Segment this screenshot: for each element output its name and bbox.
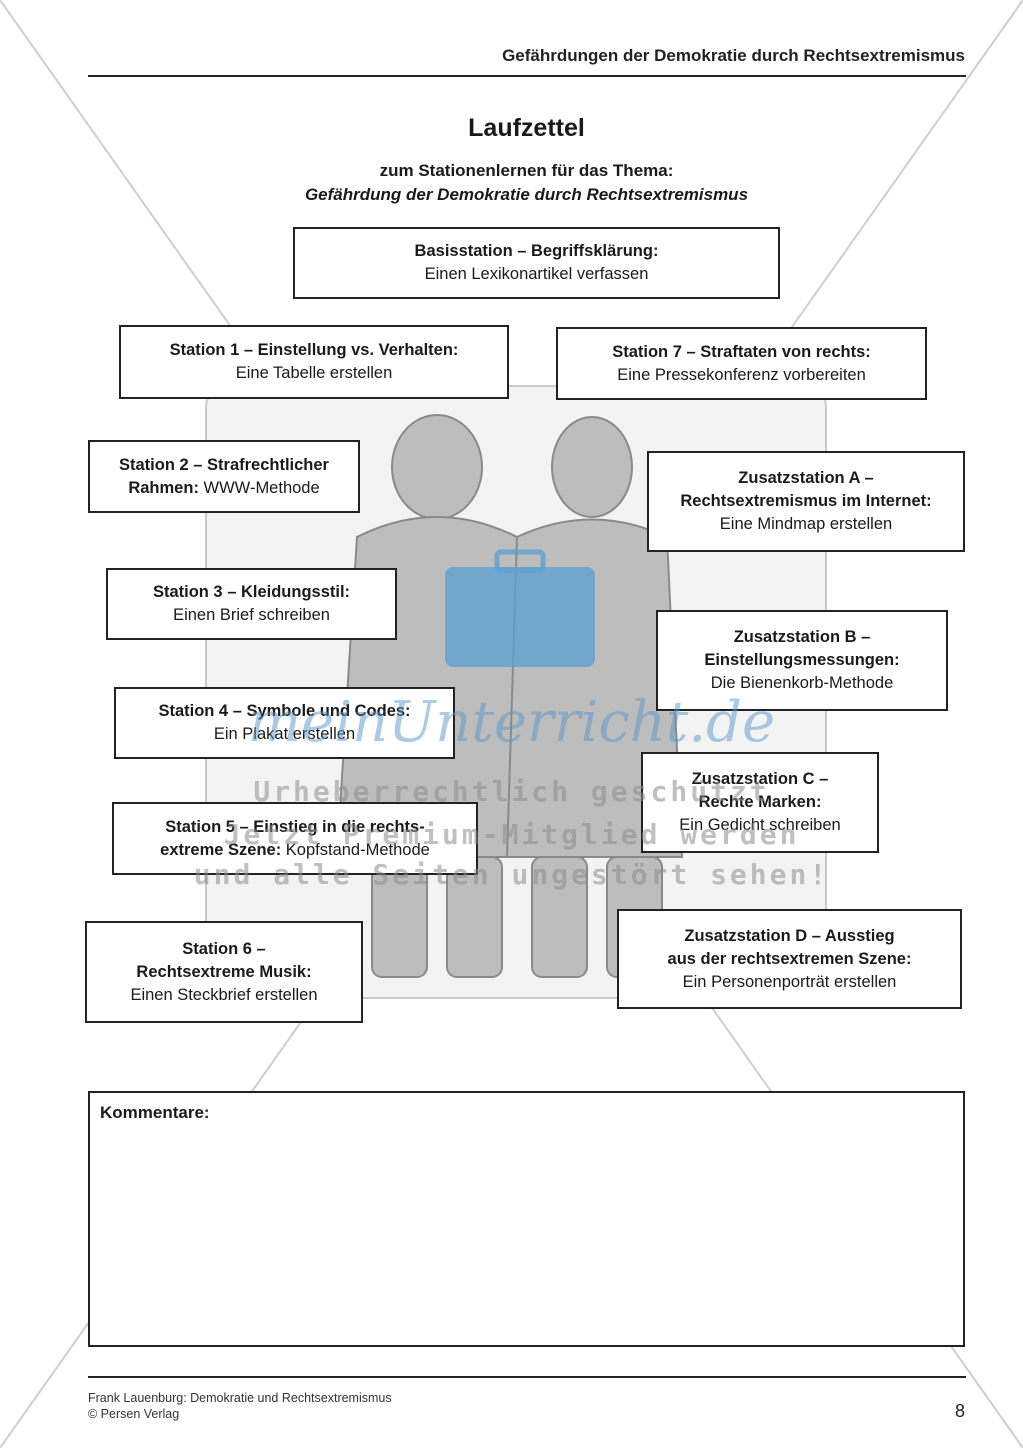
- page-subtitle: zum Stationenlernen für das Thema:: [379, 161, 674, 180]
- station-title: Zusatzstation C –: [691, 770, 829, 788]
- station-title: Station 6 –: [182, 939, 266, 958]
- comments-label: Kommentare:: [100, 1103, 210, 1122]
- station-title-cont: Rahmen:: [128, 478, 199, 497]
- station-title: Zusatzstation A –: [738, 469, 874, 487]
- station-task: Die Bienenkorb-Methode: [710, 674, 894, 692]
- header-rule: [88, 75, 966, 77]
- page-number: 8: [954, 1401, 965, 1421]
- station-title: Station 7 – Straftaten von rechts:: [612, 342, 871, 361]
- station-title: Station 3 – Kleidungsstil:: [152, 583, 351, 601]
- watermark-brand: meinUnterricht.de: [247, 690, 776, 755]
- footer-author: Frank Lauenburg: Demokratie und Rechtsex…: [88, 1391, 392, 1405]
- station-title: Zusatzstation B –: [733, 628, 871, 646]
- station-title: Station 1 – Einstellung vs. Verhalten:: [169, 341, 459, 359]
- station-title-cont: Rechte Marken:: [698, 793, 822, 811]
- station-task: Einen Lexikonartikel verfassen: [424, 265, 649, 283]
- station-title: Station 2 – Strafrechtlicher: [119, 455, 329, 474]
- station-title: Station 5 – Einstieg in die rechts-: [165, 817, 425, 836]
- station-basis: Basisstation – Begriffsklärung: Einen Le…: [293, 227, 780, 299]
- station-title-cont: extreme Szene:: [160, 840, 282, 859]
- station-title: Zusatzstation D – Ausstieg: [684, 926, 895, 945]
- station-task: Ein Gedicht schreiben: [679, 816, 841, 834]
- station-task: Einen Steckbrief erstellen: [130, 985, 318, 1004]
- station-title-cont: Einstellungsmessungen:: [704, 651, 900, 669]
- footer-publisher: © Persen Verlag: [88, 1407, 180, 1421]
- station-task: Eine Pressekonferenz vorbereiten: [617, 365, 866, 384]
- station-4: Station 4 – Symbole und Codes: Ein Plaka…: [114, 687, 455, 759]
- station-title: Basisstation – Begriffsklärung:: [414, 242, 659, 260]
- station-task: WWW-Methode: [198, 478, 320, 497]
- station-zusatz-b: Zusatzstation B – Einstellungsmessungen:…: [656, 610, 948, 711]
- page-title: Laufzettel: [468, 114, 585, 142]
- station-1: Station 1 – Einstellung vs. Verhalten: E…: [119, 325, 509, 399]
- station-task: Einen Brief schreiben: [173, 606, 330, 624]
- station-title-cont: aus der rechtsextremen Szene:: [667, 949, 912, 968]
- watermark-line-1: Urheberrechtlich geschützt: [253, 775, 770, 808]
- station-title: Station 4 – Symbole und Codes:: [158, 702, 411, 720]
- station-title-cont: Rechtsextreme Musik:: [136, 962, 312, 981]
- station-6: Station 6 – Rechtsextreme Musik: Einen S…: [85, 921, 363, 1023]
- station-task: Ein Personenporträt erstellen: [682, 972, 897, 991]
- page-topic: Gefährdung der Demokratie durch Rechtsex…: [304, 185, 749, 204]
- station-task: Eine Tabelle erstellen: [235, 364, 393, 382]
- watermark-line-3: und alle Seiten ungestört sehen!: [193, 858, 830, 891]
- station-title-cont: Rechtsextremismus im Internet:: [680, 492, 932, 510]
- station-task: Ein Plakat erstellen: [213, 725, 356, 743]
- station-zusatz-d: Zusatzstation D – Ausstieg aus der recht…: [617, 909, 962, 1009]
- station-task: Kopfstand-Methode: [281, 840, 430, 859]
- watermark-line-2: Jetzt Premium-Mitglied werden: [223, 818, 800, 851]
- station-5: Station 5 – Einstieg in die rechts- extr…: [112, 802, 478, 875]
- station-2: Station 2 – Strafrechtlicher Rahmen: WWW…: [88, 440, 360, 513]
- station-7: Station 7 – Straftaten von rechts: Eine …: [556, 327, 927, 400]
- station-zusatz-a: Zusatzstation A – Rechtsextremismus im I…: [647, 451, 965, 552]
- station-zusatz-c: Zusatzstation C – Rechte Marken: Ein Ged…: [641, 752, 879, 853]
- footer-rule: [88, 1376, 966, 1378]
- station-3: Station 3 – Kleidungsstil: Einen Brief s…: [106, 568, 397, 640]
- station-task: Eine Mindmap erstellen: [719, 515, 893, 533]
- header-title: Gefährdungen der Demokratie durch Rechts…: [502, 46, 965, 65]
- comments-box[interactable]: Kommentare:: [88, 1091, 965, 1347]
